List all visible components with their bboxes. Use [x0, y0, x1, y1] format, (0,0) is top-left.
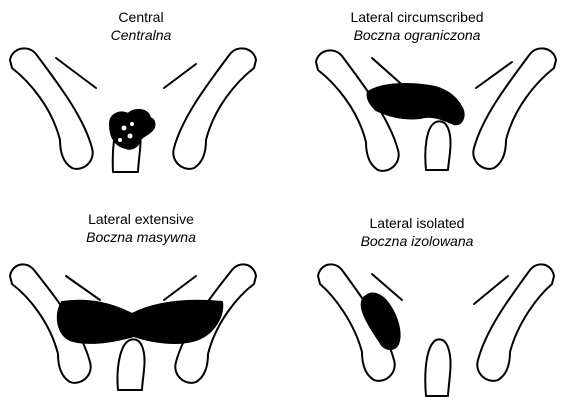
- caption-english: Central: [0, 8, 282, 26]
- panel-lateral-extensive: Lateral extensive Boczna masywna: [0, 200, 282, 400]
- caption-english: Lateral circumscribed: [276, 8, 558, 26]
- caption-lateral-isolated: Lateral isolated Boczna izolowana: [276, 214, 558, 250]
- caption-central: Central Centralna: [0, 8, 282, 44]
- caption-polish: Boczna masywna: [0, 228, 282, 246]
- panel-lateral-circumscribed: Lateral circumscribed Boczna ograniczona: [282, 0, 564, 200]
- caption-polish: Boczna izolowana: [276, 232, 558, 250]
- caption-polish: Boczna ograniczona: [276, 26, 558, 44]
- panel-lateral-isolated: Lateral isolated Boczna izolowana: [282, 200, 564, 400]
- panel-central: Central Centralna: [0, 0, 282, 200]
- caption-lateral-extensive: Lateral extensive Boczna masywna: [0, 210, 282, 246]
- caption-lateral-circumscribed: Lateral circumscribed Boczna ograniczona: [276, 8, 558, 44]
- caption-english: Lateral isolated: [276, 214, 558, 232]
- caption-polish: Centralna: [0, 26, 282, 44]
- caption-english: Lateral extensive: [0, 210, 282, 228]
